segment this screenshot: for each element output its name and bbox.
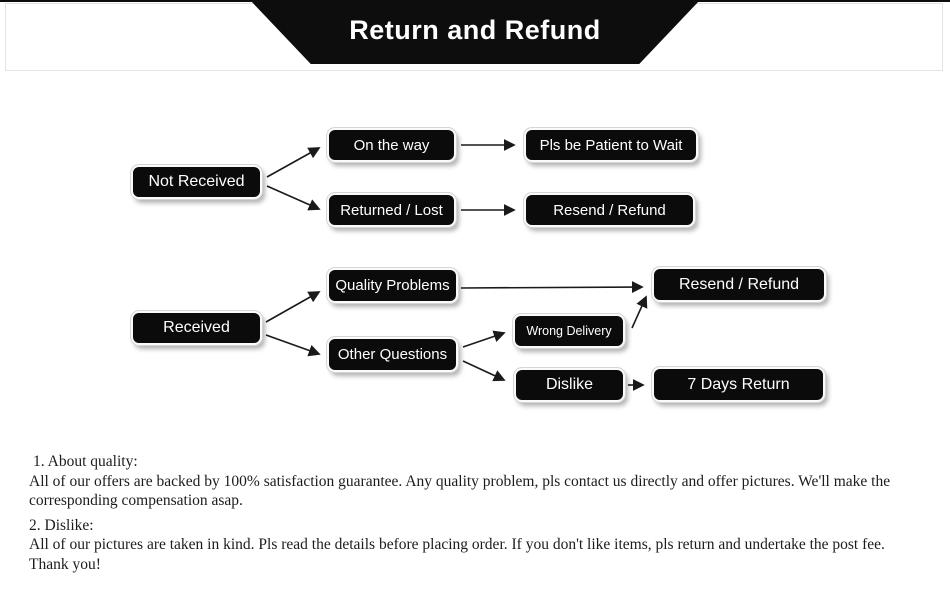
flow-node-returned-lost: Returned / Lost [327, 193, 456, 227]
flow-node-dislike: Dislike [514, 368, 625, 402]
note-dislike-title: 2. Dislike: [29, 516, 94, 534]
note-quality-line-1: All of our offers are backed by 100% sat… [29, 472, 891, 490]
note-quality-title: 1. About quality: [33, 453, 138, 470]
flow-node-pls-be-patient-to-wait: Pls be Patient to Wait [524, 128, 698, 162]
arrow-other-questions-to-wrong-delivery [462, 330, 506, 348]
arrow-quality-problems-to-resend-refund [460, 281, 644, 294]
flow-node-resend-refund-top: Resend / Refund [524, 193, 695, 227]
flow-node-other-questions: Other Questions [327, 337, 458, 372]
arrow-received-to-other-questions [265, 334, 321, 357]
title-ribbon: Return and Refund [250, 0, 700, 64]
arrow-not-received-to-on-the-way [266, 147, 321, 178]
arrow-received-to-quality-problems [265, 291, 321, 323]
note-dislike-line-2: Thank you! [29, 555, 101, 573]
note-dislike-line-1: All of our pictures are taken in kind. P… [29, 536, 885, 554]
flow-node-wrong-delivery: Wrong Delivery [513, 314, 625, 348]
note-quality-line-2: corresponding compensation asap. [29, 492, 243, 510]
notes-section: 1. About quality: All of our offers are … [29, 452, 934, 575]
flow-node-resend-refund-bottom: Resend / Refund [652, 267, 826, 302]
flow-node-received: Received [131, 311, 262, 345]
arrow-not-received-to-returned-lost [266, 185, 321, 211]
flow-node-quality-problems: Quality Problems [327, 268, 458, 303]
arrow-wrong-delivery-to-resend-refund [631, 295, 648, 329]
flow-node-7-days-return: 7 Days Return [652, 367, 825, 402]
arrow-other-questions-to-dislike [462, 360, 506, 382]
flow-node-not-received: Not Received [131, 165, 262, 199]
flow-node-on-the-way: On the way [327, 128, 456, 162]
page-title: Return and Refund [349, 14, 601, 45]
